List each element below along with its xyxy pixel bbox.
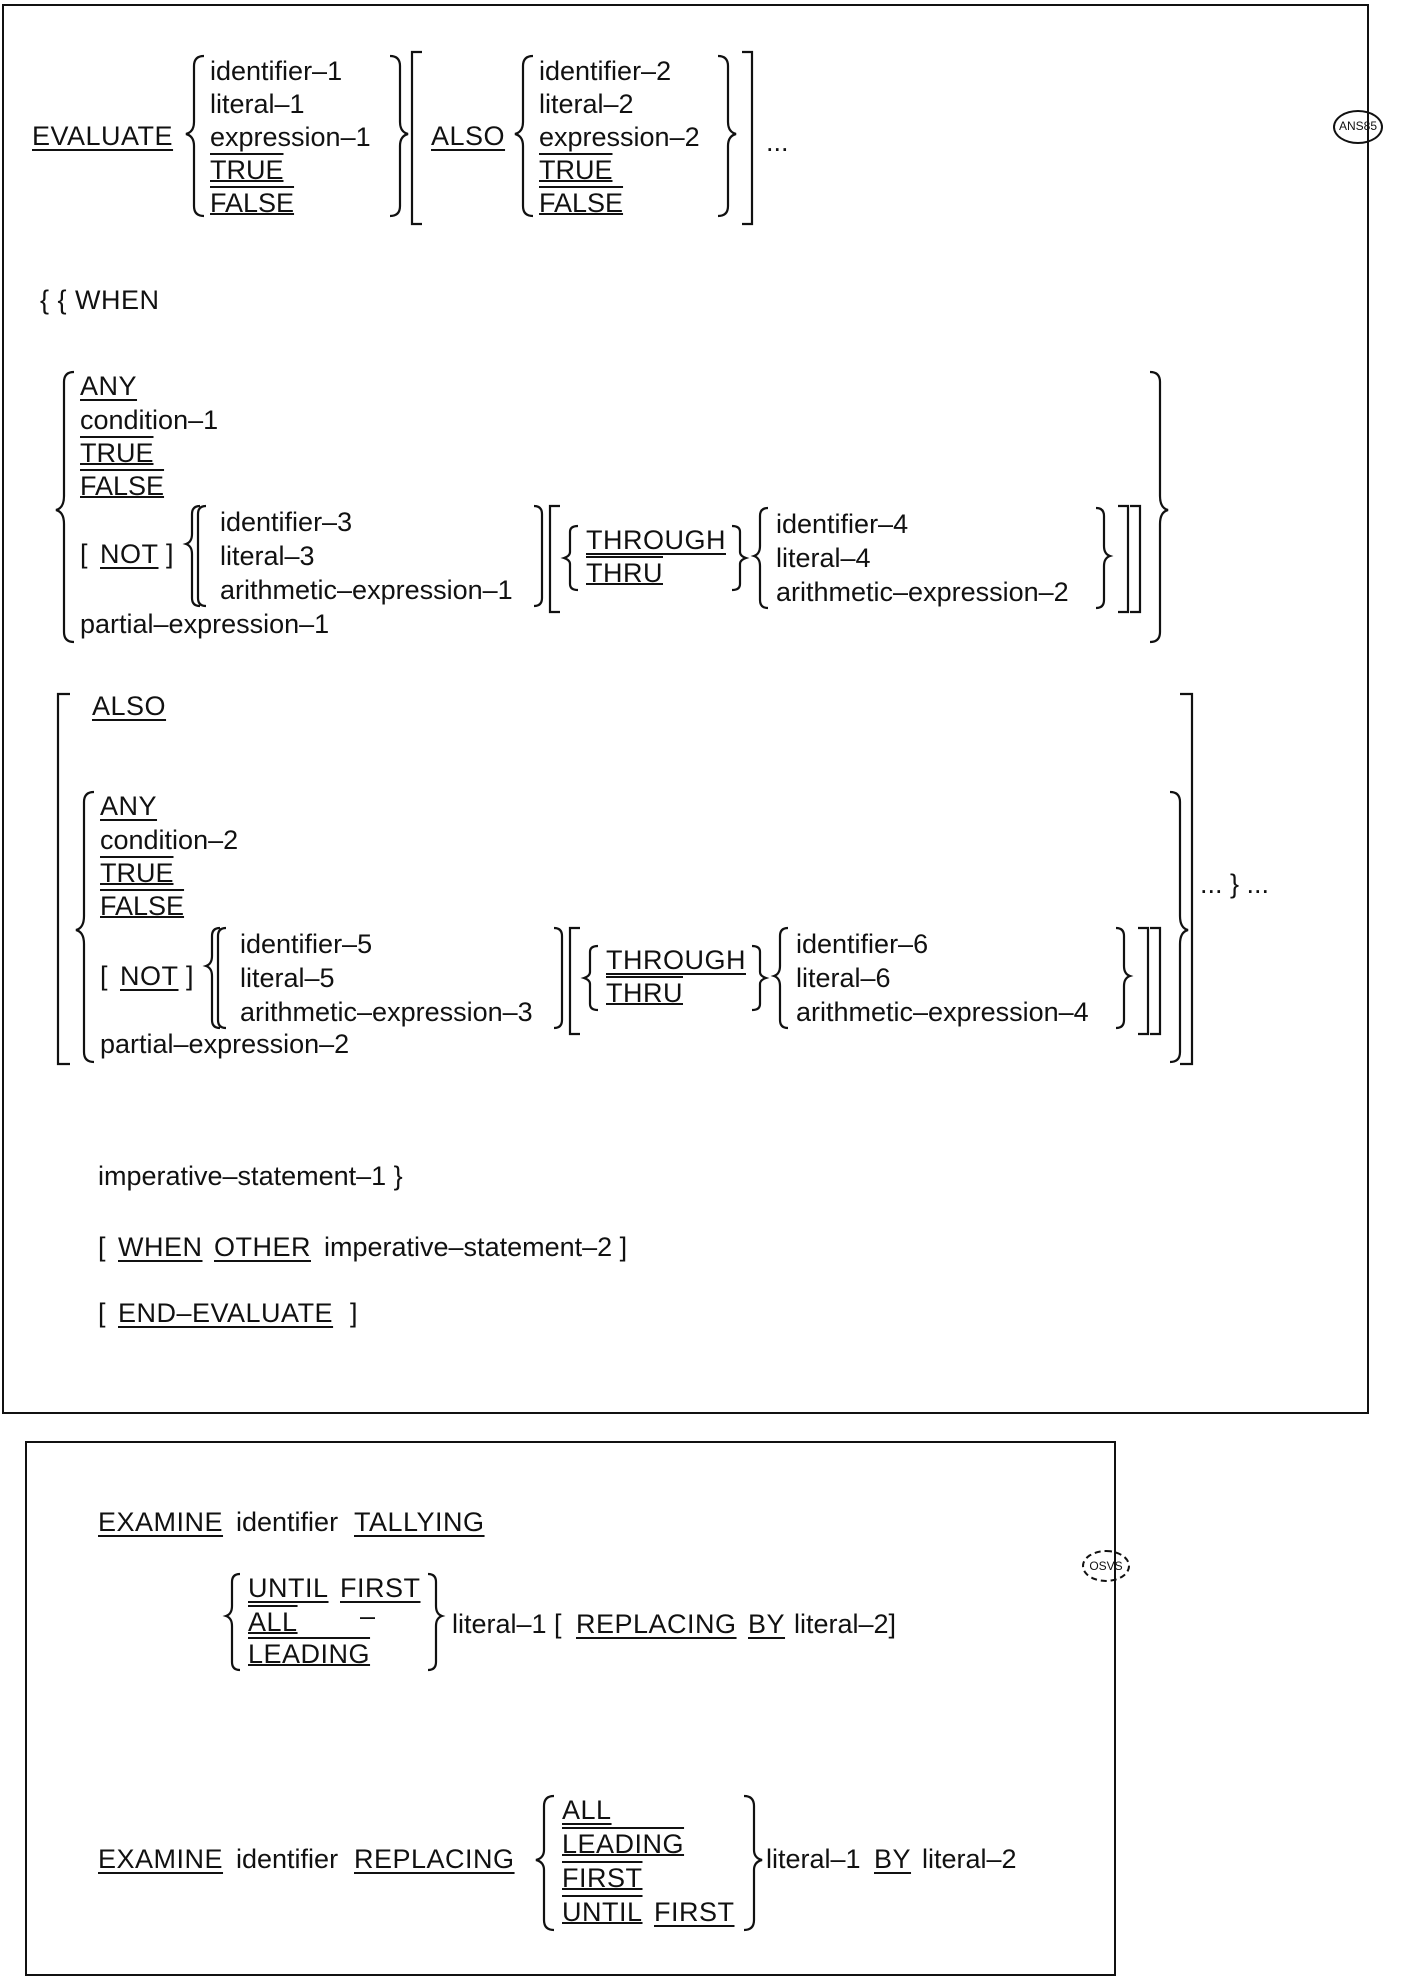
obj1-any: ANY bbox=[80, 371, 138, 401]
osvs-badge: OSVS bbox=[1082, 1550, 1130, 1582]
until-keyword: UNTIL bbox=[248, 1573, 329, 1603]
by2-keyword: BY bbox=[874, 1844, 912, 1874]
subject1-item: TRUE bbox=[210, 155, 284, 185]
obj2-a-item: arithmetic–expression–3 bbox=[240, 997, 533, 1027]
examine1-keyword: EXAMINE bbox=[98, 1507, 224, 1537]
opt-all: ALL bbox=[562, 1795, 612, 1825]
obj1-through: THROUGH bbox=[586, 525, 726, 555]
evaluate-box bbox=[2, 4, 1369, 1414]
obj2-a-item: identifier–5 bbox=[240, 929, 373, 959]
by-keyword: BY bbox=[748, 1609, 786, 1639]
obj1-b-item: literal–4 bbox=[776, 543, 871, 573]
obj2-condition: condition–2 bbox=[100, 825, 239, 855]
examine2-keyword: EXAMINE bbox=[98, 1844, 224, 1874]
obj1-condition: condition–1 bbox=[80, 405, 219, 435]
obj2-any: ANY bbox=[100, 791, 158, 821]
subject2-item: expression–2 bbox=[539, 122, 700, 152]
subject1-item: identifier–1 bbox=[210, 56, 343, 86]
end-open: [ bbox=[98, 1298, 106, 1328]
obj2-not-open: [ bbox=[100, 961, 108, 991]
repeat-tail: ... } ... bbox=[1200, 869, 1270, 899]
obj2-thru: THRU bbox=[606, 978, 683, 1008]
subject2-item: identifier–2 bbox=[539, 56, 672, 86]
ans85-badge: ANS85 bbox=[1333, 110, 1383, 144]
obj1-not-open: [ bbox=[80, 539, 88, 569]
when-other-rest: imperative–statement–2 ] bbox=[324, 1232, 628, 1262]
ellipsis: ... bbox=[766, 127, 789, 157]
also-keyword: ALSO bbox=[431, 121, 506, 151]
obj1-b-item: identifier–4 bbox=[776, 509, 909, 539]
examine1-identifier: identifier bbox=[236, 1507, 339, 1537]
obj1-b-item: arithmetic–expression–2 bbox=[776, 577, 1069, 607]
end-close: ] bbox=[350, 1298, 358, 1328]
imperative-statement-1: imperative–statement–1 } bbox=[98, 1161, 403, 1191]
literal2-close: literal–2] bbox=[794, 1609, 897, 1639]
obj2-false: FALSE bbox=[100, 891, 185, 921]
when-other-open: [ bbox=[98, 1232, 106, 1262]
obj1-a-item: literal–3 bbox=[220, 541, 315, 571]
obj1-a-item: arithmetic–expression–1 bbox=[220, 575, 513, 605]
obj1-false: FALSE bbox=[80, 471, 165, 501]
obj2-through: THROUGH bbox=[606, 945, 746, 975]
obj1-thru: THRU bbox=[586, 558, 663, 588]
opt-first: FIRST bbox=[562, 1863, 643, 1893]
obj2-not: NOT bbox=[120, 961, 179, 991]
subject1-item: literal–1 bbox=[210, 89, 305, 119]
obj2-partial: partial–expression–2 bbox=[100, 1029, 350, 1059]
literal2-2: literal–2 bbox=[922, 1844, 1017, 1874]
opt-leading: LEADING bbox=[562, 1829, 685, 1859]
subject2-item: literal–2 bbox=[539, 89, 634, 119]
subject2-item: TRUE bbox=[539, 155, 613, 185]
end-evaluate-keyword: END–EVALUATE bbox=[118, 1298, 334, 1328]
opt-until: UNTIL bbox=[562, 1897, 643, 1927]
obj1-true: TRUE bbox=[80, 438, 154, 468]
when-other-other: OTHER bbox=[214, 1232, 311, 1262]
literal1-2: literal–1 bbox=[766, 1844, 861, 1874]
leading-keyword: LEADING bbox=[248, 1639, 371, 1669]
obj1-not: NOT bbox=[100, 539, 159, 569]
subject1-item: FALSE bbox=[210, 188, 295, 218]
obj1-a-item: identifier–3 bbox=[220, 507, 353, 537]
tallying-keyword: TALLYING bbox=[354, 1507, 485, 1537]
evaluate-keyword: EVALUATE bbox=[32, 121, 174, 151]
opt-until-first: FIRST bbox=[654, 1897, 735, 1927]
when-other-when: WHEN bbox=[118, 1232, 203, 1262]
subject1-item: expression–1 bbox=[210, 122, 371, 152]
obj1-partial: partial–expression–1 bbox=[80, 609, 330, 639]
replacing2-keyword: REPLACING bbox=[354, 1844, 515, 1874]
dash-mark: – bbox=[360, 1601, 376, 1631]
examine-box bbox=[25, 1441, 1116, 1976]
obj1-not-close: ] bbox=[166, 539, 174, 569]
obj2-b-item: literal–6 bbox=[796, 963, 891, 993]
all-keyword: ALL bbox=[248, 1607, 298, 1637]
subject2-item: FALSE bbox=[539, 188, 624, 218]
obj2-b-item: arithmetic–expression–4 bbox=[796, 997, 1089, 1027]
obj2-true: TRUE bbox=[100, 858, 174, 888]
obj2-b-item: identifier–6 bbox=[796, 929, 929, 959]
obj2-not-close: ] bbox=[186, 961, 194, 991]
examine2-identifier: identifier bbox=[236, 1844, 339, 1874]
first-keyword: FIRST bbox=[340, 1573, 421, 1603]
literal1-open: literal–1 [ bbox=[452, 1609, 562, 1639]
also2-keyword: ALSO bbox=[92, 691, 167, 721]
replacing-keyword: REPLACING bbox=[576, 1609, 737, 1639]
obj2-a-item: literal–5 bbox=[240, 963, 335, 993]
when-open: { { WHEN bbox=[40, 285, 160, 315]
